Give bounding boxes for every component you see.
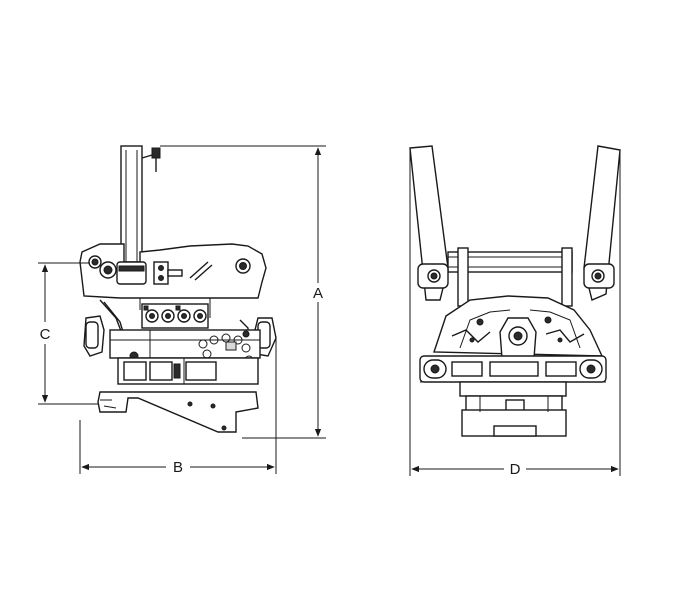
front-view (409, 145, 621, 437)
side-view (79, 145, 277, 433)
dimension-b: B (79, 336, 277, 476)
dimension-a: A (160, 145, 326, 439)
dimension-d-label: D (510, 461, 521, 478)
dimension-c-label: C (40, 326, 51, 343)
dimension-b-label: B (173, 459, 183, 476)
dimension-d: D (409, 150, 621, 478)
dimension-a-label: A (313, 285, 323, 302)
dimension-c: C (38, 262, 98, 405)
